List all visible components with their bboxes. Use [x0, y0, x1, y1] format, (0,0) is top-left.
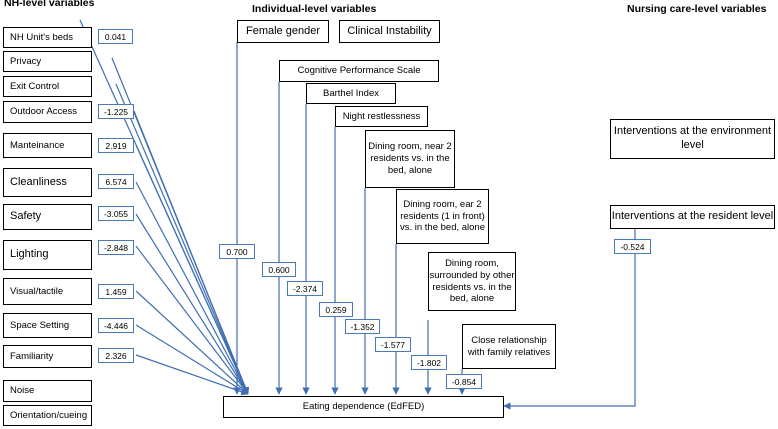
nursing-var-resident: Interventions at the resident level — [610, 205, 775, 229]
nursing-var-label: Interventions at the resident level — [611, 210, 774, 223]
coef-space-setting: -4.446 — [98, 318, 134, 333]
coef-cleanliness: 6.574 — [98, 174, 134, 189]
coef-unit-beds: 0.041 — [98, 29, 133, 44]
nh-var-label: Orientation/cueing — [10, 409, 88, 421]
nh-var-outdoor-access: Outdoor Access — [3, 101, 92, 123]
nh-var-label: NH Unit's beds — [10, 31, 74, 43]
nh-var-label: Lighting — [10, 248, 49, 261]
coef-barthel-index: -2.374 — [287, 281, 323, 296]
ind-var-cognitive-performance-scale: Cognitive Performance Scale — [279, 60, 439, 82]
nh-var-space-setting: Space Setting — [3, 313, 92, 338]
nh-var-manteinance: Manteinance — [3, 133, 92, 158]
ind-var-label: Dining room, ear 2 residents (1 in front… — [399, 198, 486, 234]
ind-var-label: Night restlessness — [342, 110, 421, 122]
ind-var-family-relationship: Close relationship with family relatives — [462, 324, 556, 369]
nursing-care-level-header: Nursing care-level variables — [627, 3, 767, 15]
ind-var-dining-ear-2: Dining room, ear 2 residents (1 in front… — [396, 189, 489, 244]
nh-var-label: Privacy — [10, 55, 42, 67]
nh-var-label: Exit Control — [10, 80, 60, 92]
nh-var-noise: Noise — [3, 380, 92, 402]
ind-var-label: Clinical Instability — [347, 24, 432, 37]
nh-var-safety: Safety — [3, 204, 92, 230]
coef-manteinance: 2.919 — [98, 138, 134, 153]
individual-level-header: Individual-level variables — [252, 3, 377, 15]
coef-lighting: -2.848 — [98, 240, 134, 255]
coef-family-relationship: -0.854 — [446, 374, 482, 389]
coef-familiarity: 2.326 — [98, 348, 134, 363]
nh-var-label: Cleanliness — [10, 175, 67, 188]
coef-outdoor-access: -1.225 — [98, 104, 134, 119]
ind-var-female-gender: Female gender — [237, 20, 329, 43]
ind-var-barthel-index: Barthel Index — [306, 83, 396, 104]
nh-var-label: Outdoor Access — [10, 106, 78, 118]
outcome-label: Eating dependence (EdFED) — [302, 401, 425, 413]
nh-var-label: Safety — [10, 210, 42, 223]
nh-var-unit-beds: NH Unit's beds — [3, 27, 92, 48]
ind-var-label: Cognitive Performance Scale — [297, 65, 421, 77]
nursing-arrow — [503, 229, 636, 410]
ind-var-label: Close relationship with family relatives — [467, 334, 551, 358]
nh-var-visual-tactile: Visual/tactile — [3, 278, 92, 305]
nh-arrows — [79, 19, 249, 396]
nh-var-privacy: Privacy — [3, 51, 92, 72]
nh-var-orientation-cueing: Orientation/cueing — [3, 405, 92, 426]
ind-var-label: Female gender — [246, 24, 320, 37]
nh-var-label: Noise — [10, 385, 35, 397]
ind-var-label: Barthel Index — [323, 87, 379, 99]
nh-var-familiarity: Familiarity — [3, 345, 92, 368]
coef-dining-surrounded: -1.802 — [411, 355, 447, 370]
ind-var-clinical-instability: Clinical Instability — [339, 20, 440, 43]
nh-var-label: Manteinance — [10, 139, 65, 151]
coef-dining-ear-2: -1.577 — [375, 337, 411, 352]
coef-visual-tactile: 1.459 — [98, 284, 134, 299]
nh-var-label: Visual/tactile — [10, 285, 64, 297]
ind-var-label: Dining room, surrounded by other residen… — [429, 257, 515, 305]
coef-resident-level: -0.524 — [614, 239, 651, 254]
nh-var-cleanliness: Cleanliness — [3, 168, 92, 197]
nursing-var-environment: Interventions at the environment level — [610, 119, 775, 159]
coef-night-restlessness: 0.259 — [319, 302, 353, 317]
nh-level-header: NH-level variables — [4, 0, 95, 9]
coef-dining-near-2: -1.352 — [345, 319, 380, 334]
outcome-eating-dependence: Eating dependence (EdFED) — [223, 396, 504, 418]
ind-var-dining-near-2: Dining room, near 2 residents vs. in the… — [365, 130, 455, 188]
coef-cognitive-performance-scale: 0.600 — [262, 262, 296, 277]
nh-var-exit-control: Exit Control — [3, 76, 92, 97]
ind-var-night-restlessness: Night restlessness — [335, 106, 428, 127]
ind-var-dining-surrounded: Dining room, surrounded by other residen… — [428, 252, 516, 311]
individual-arrows — [233, 42, 466, 395]
nh-var-label: Familiarity — [10, 350, 54, 362]
coef-female-gender: 0.700 — [219, 244, 255, 259]
nursing-var-label: Interventions at the environment level — [613, 125, 772, 151]
nh-var-label: Space Setting — [10, 319, 70, 331]
ind-var-label: Dining room, near 2 residents vs. in the… — [368, 141, 452, 176]
coef-safety: -3.055 — [98, 206, 134, 221]
nh-var-lighting: Lighting — [3, 240, 92, 270]
